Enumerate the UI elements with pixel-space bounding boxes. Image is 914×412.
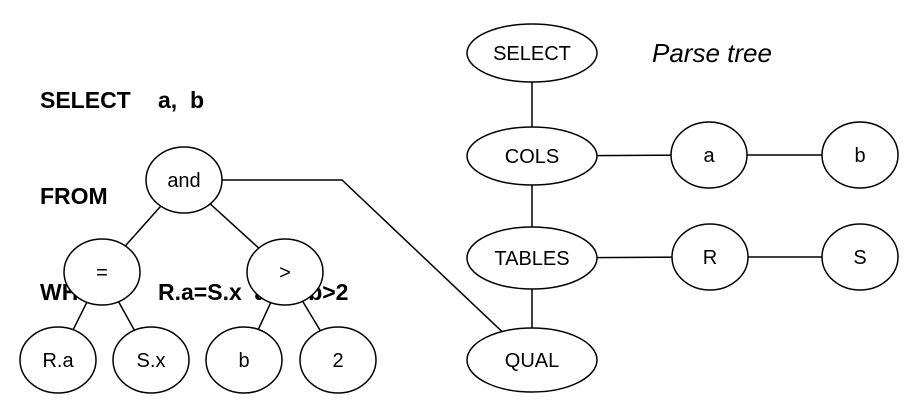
node-table-s-ellipse: [821, 223, 899, 291]
node-b-ellipse: [205, 326, 283, 394]
sql-line-select: SELECT a, b: [40, 84, 348, 116]
node-label-tables: TABLES: [494, 248, 569, 270]
node-sx-ellipse: [112, 326, 190, 394]
node-label-b: b: [238, 350, 249, 372]
node-label-qual: QUAL: [505, 350, 559, 372]
node-label-table-r: R: [703, 247, 717, 269]
node-label-col-a: a: [703, 145, 715, 167]
node-ra-ellipse: [19, 326, 97, 394]
node-label-eq: =: [96, 262, 108, 284]
node-tables-ellipse: [466, 226, 598, 290]
sql-keyword-select: SELECT: [40, 87, 131, 113]
node-gt-ellipse: [246, 238, 324, 306]
node-select-ellipse: [466, 23, 598, 83]
node-label-table-s: S: [853, 247, 866, 269]
node-label-two: 2: [332, 350, 343, 372]
node-col-a-ellipse: [670, 121, 748, 189]
sql-args-select: a, b: [158, 87, 205, 113]
figure-caption: Parse tree: [652, 38, 772, 68]
edge-and-qual: [184, 179, 533, 361]
node-label-gt: >: [279, 262, 291, 284]
node-label-select: SELECT: [493, 43, 571, 65]
node-label-col-b: b: [854, 145, 865, 167]
sql-keyword-from: FROM: [40, 183, 108, 209]
node-cols-ellipse: [466, 126, 598, 186]
node-two-ellipse: [299, 326, 377, 394]
node-eq-ellipse: [63, 238, 141, 306]
node-label-cols: COLS: [505, 146, 559, 168]
node-label-and: and: [167, 170, 200, 192]
node-table-r-ellipse: [671, 223, 749, 291]
node-qual-ellipse: [466, 327, 598, 393]
node-label-sx: S.x: [137, 350, 166, 372]
node-label-ra: R.a: [42, 350, 74, 372]
node-col-b-ellipse: [821, 121, 899, 189]
node-and-ellipse: [145, 146, 223, 214]
